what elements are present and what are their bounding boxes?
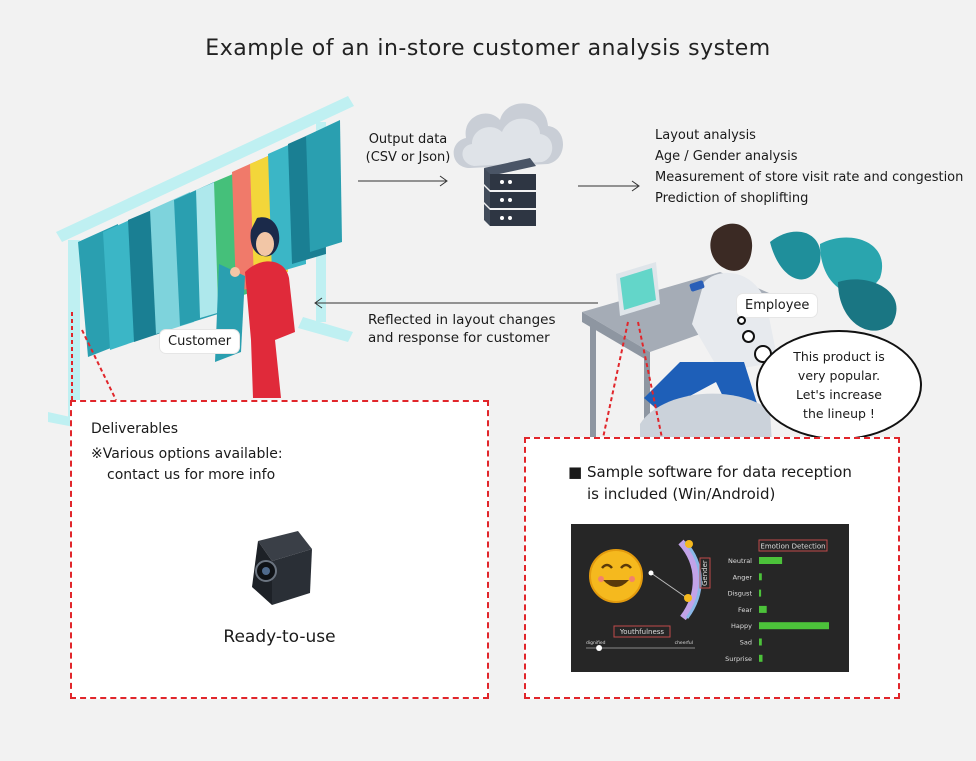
emotion-label: Neutral [728,557,752,565]
emotion-label: Anger [733,573,753,581]
emotion-bar [759,638,762,646]
emotion-bar [759,589,762,597]
emotion-bar [759,654,763,662]
emotion-label: Sad [740,639,752,647]
sample-line1: ■ Sample software for data reception [568,463,852,481]
analysis-item: Layout analysis [655,128,756,143]
deliverables-note-line1: ※Various options available: [91,446,283,462]
server-rack [484,158,536,226]
analysis-item: Prediction of shoplifting [655,191,809,206]
thought-dot-medium [742,330,755,343]
emotion-detection-panel: Gender Youthfulness dignified cheerful E… [571,524,849,672]
sample-line2: is included (Win/Android) [587,485,776,503]
smiley-face-icon [589,549,643,603]
employee-label: Employee [737,294,818,317]
diagram-title: Example of an in-store customer analysis… [205,36,771,61]
youthfulness-slider-knob [596,645,603,651]
emotion-label: Surprise [725,655,752,663]
garments [78,120,342,357]
deliverables-note-line2: contact us for more info [107,467,276,483]
arrow-to-analysis [578,180,640,192]
cloud-server-icon [453,103,563,226]
reflected-line1: Reflected in layout changes [368,312,556,328]
emotion-title: Emotion Detection [760,543,825,551]
emotion-bar [759,557,783,564]
employee-thought-bubble: This product is very popular. Let's incr… [756,330,922,440]
deliverables-box: Deliverables ※Various options available:… [70,400,489,699]
output-data-line1: Output data [368,132,448,147]
youthfulness-label: Youthfulness [619,628,664,636]
emotion-bar [759,573,762,581]
reflected-label: Reflected in layout changes and response… [368,311,556,347]
analysis-list: Layout analysis Age / Gender analysis Me… [655,125,963,209]
product-label: Ready-to-use [223,627,336,647]
slider-right-label: cheerful [675,640,693,646]
reflected-line2: and response for customer [368,330,550,346]
thought-line: Let's increase [796,387,882,402]
thought-line: This product is [793,349,885,364]
thought-line: the lineup ! [803,406,875,421]
output-data-label: Output data (CSV or Json) [364,131,452,167]
emotion-bar [759,622,829,630]
gender-label: Gender [701,560,709,586]
emotion-label: Disgust [728,590,753,598]
thought-dot-small [737,316,746,325]
analysis-item: Measurement of store visit rate and cong… [655,170,964,185]
customer-illustration [215,217,295,398]
emotion-label: Fear [738,606,752,614]
arrow-to-customer [314,297,598,309]
output-data-line2: (CSV or Json) [365,150,451,165]
camera-icon [252,531,312,605]
deliverables-heading: Deliverables [91,421,179,437]
customer-label: Customer [160,330,240,353]
emotion-label: Happy [731,622,752,630]
thought-line: very popular. [797,368,881,383]
emotion-bar [759,605,767,613]
arrow-to-cloud [358,175,448,187]
slider-left-label: dignified [586,640,606,646]
emotion-panel-graphics: Gender Youthfulness dignified cheerful E… [586,539,829,663]
analysis-item: Age / Gender analysis [655,149,798,164]
